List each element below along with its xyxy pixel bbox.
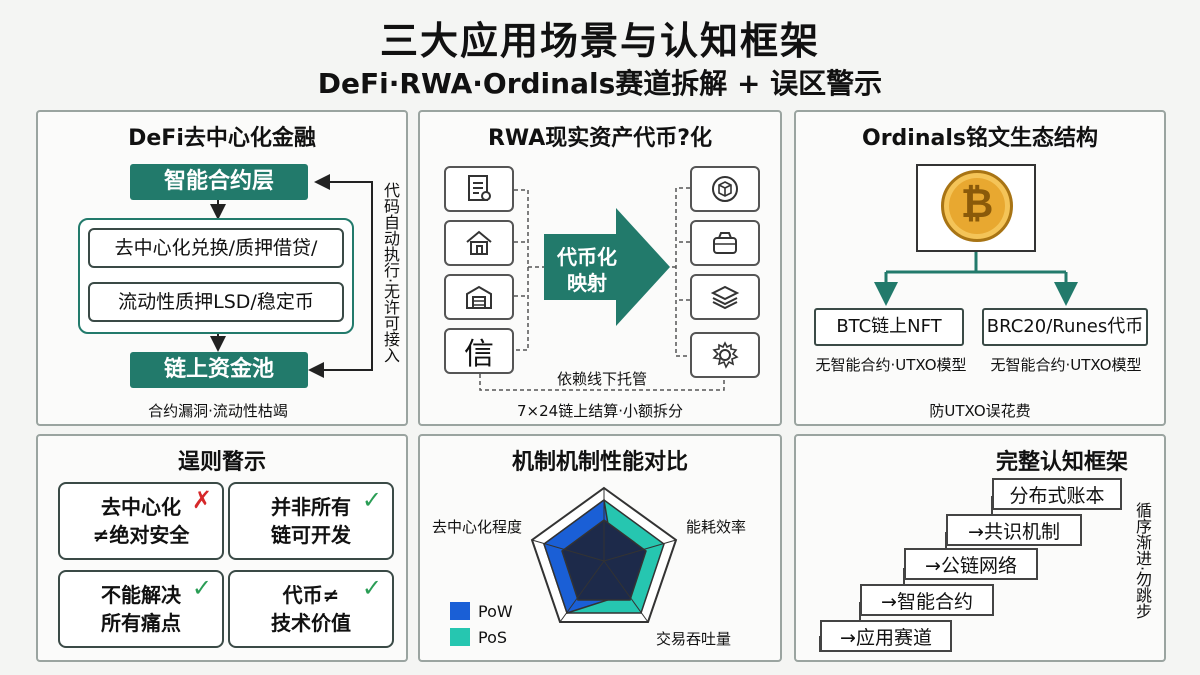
check-icon: ✓ xyxy=(361,574,382,602)
myth-line: 代币≠ xyxy=(282,583,340,607)
framework-step-consensus: →共识机制 xyxy=(946,514,1082,546)
defi-item-lsd: 流动性质押LSD/稳定币 xyxy=(88,282,344,322)
framework-step-smart-contract: →智能合约 xyxy=(860,584,994,616)
myth-line: 链可开发 xyxy=(271,523,351,547)
defi-item-exchange: 去中心化兑换/质押借贷/ xyxy=(88,228,344,268)
ordinals-title: Ordinals铭文生态结构 xyxy=(862,126,1098,151)
house-icon xyxy=(444,220,514,266)
myth-line: 去中心化 xyxy=(101,495,181,519)
ordinals-tree-lines xyxy=(874,252,1078,306)
ordinals-caption: 防UTXO误花费 xyxy=(929,402,1031,420)
framework-step-apps: →应用赛道 xyxy=(820,620,952,652)
framework-title: 完整认知框架 xyxy=(996,450,1129,475)
rwa-connectors xyxy=(479,187,725,391)
custody-label: 依赖线下托管 xyxy=(546,368,658,389)
framework-step-ledger: 分布式账本 xyxy=(992,478,1122,510)
smart-contract-layer: 智能合约层 xyxy=(130,164,308,200)
document-icon xyxy=(444,166,514,212)
defi-title: DeFi去中心化金融 xyxy=(128,126,316,151)
page-subtitle: DeFi·RWA·Ordinals赛道拆解 + 误区警示 xyxy=(317,67,883,100)
axis-label-throughput: 交易吞吐量 xyxy=(656,630,732,648)
cross-icon: ✗ xyxy=(191,486,212,514)
defi-caption: 合约漏洞·流动性枯竭 xyxy=(148,402,288,420)
radar-chart xyxy=(530,486,678,623)
btc-nft-caption: 无智能合约·UTXO模型 xyxy=(815,356,967,374)
myth-line: ≠绝对安全 xyxy=(92,523,190,547)
defi-side-label: 代码自动执行·无许可接入 xyxy=(381,182,400,364)
rwa-title: RWA现实资产代币?化 xyxy=(487,126,712,151)
brc20-runes-box: BRC20/Runes代币 xyxy=(982,308,1148,346)
check-icon: ✓ xyxy=(191,574,212,602)
ordinals-panel: Ordinals铭文生态结构 ₿ BTC链上NFT BRC20/Runes代币 … xyxy=(794,110,1166,426)
comparison-title: 机制机制性能对比 xyxy=(511,450,688,475)
legend-pos-swatch xyxy=(450,628,470,646)
myth-line: 所有痛点 xyxy=(101,611,181,635)
token-cube-icon xyxy=(690,166,760,212)
bitcoin-coin-icon: ₿ xyxy=(941,170,1013,242)
onchain-liquidity-pool: 链上资金池 xyxy=(130,352,308,388)
comparison-panel: 机制机制性能对比 去中心化程度 能耗效率 交易吞吐量 PoW PoS xyxy=(418,434,782,662)
defi-panel: DeFi去中心化金融 智能合约层 去中心化兑换/质押借贷/ 流动性质押LSD/稳… xyxy=(36,110,408,426)
tokenization-arrow xyxy=(544,208,670,326)
myths-title: 逞则瞀示 xyxy=(177,450,266,475)
page-title: 三大应用场景与认知框架 xyxy=(379,19,820,63)
basket-icon xyxy=(690,220,760,266)
framework-side-label: 循序渐进·勿跳步 xyxy=(1133,502,1152,620)
layers-icon xyxy=(690,274,760,320)
myth-line: 不能解决 xyxy=(101,583,181,607)
axis-label-decentralization: 去中心化程度 xyxy=(432,518,523,536)
tokenization-label: 代币化映射 xyxy=(557,245,617,295)
myth-card: 不能解决 所有痛点 ✓ xyxy=(58,570,224,648)
legend-pow-label: PoW xyxy=(478,602,513,621)
myths-panel: 逞则瞀示 去中心化 ≠绝对安全 ✗ 并非所有 链可开发 ✓ 不能解决 所有痛点 … xyxy=(36,434,408,662)
myth-card: 去中心化 ≠绝对安全 ✗ xyxy=(58,482,224,560)
legend-pos-label: PoS xyxy=(478,628,508,647)
rwa-panel: RWA现实资产代币?化 代币化映射 信 依赖线下托管 7 xyxy=(418,110,782,426)
btc-nft-box: BTC链上NFT xyxy=(814,308,964,346)
warehouse-icon xyxy=(444,274,514,320)
rwa-caption: 7×24链上结算·小额拆分 xyxy=(517,402,683,420)
brc20-caption: 无智能合约·UTXO模型 xyxy=(990,356,1142,374)
axis-label-energy: 能耗效率 xyxy=(686,518,747,536)
myth-line: 技术价值 xyxy=(271,611,351,635)
defi-arrows xyxy=(210,174,373,378)
credit-icon: 信 xyxy=(444,328,514,374)
myth-card: 代币≠ 技术价值 ✓ xyxy=(228,570,394,648)
legend-pow-swatch xyxy=(450,602,470,620)
myth-line: 并非所有 xyxy=(271,495,351,519)
bitcoin-symbol: ₿ xyxy=(960,181,994,227)
framework-panel: 完整认知框架 分布式账本 →共识机制 →公链网络 →智能合约 →应用赛道 循序渐… xyxy=(794,434,1166,662)
check-icon: ✓ xyxy=(361,486,382,514)
framework-step-public-chain: →公链网络 xyxy=(904,548,1038,580)
myth-card: 并非所有 链可开发 ✓ xyxy=(228,482,394,560)
gear-icon xyxy=(690,332,760,378)
